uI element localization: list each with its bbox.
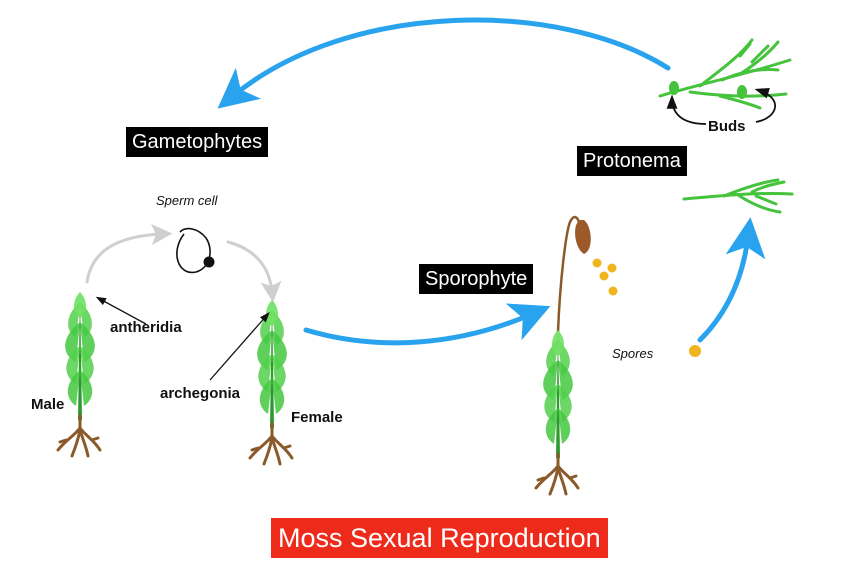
sporophyte-plant [534, 215, 591, 496]
arrow-protonema-to-gametophytes [217, 17, 671, 109]
label-male: Male [31, 396, 65, 413]
arrow-female-to-sporophyte [303, 303, 551, 346]
label-buds: Buds [708, 118, 746, 135]
arrow-spores-to-protonema [697, 217, 766, 343]
spores-icon [592, 258, 701, 357]
diagram-title: Moss Sexual Reproduction [271, 518, 608, 558]
label-antheridia: antheridia [110, 319, 182, 336]
stage-label-protonema: Protonema [577, 146, 687, 176]
pointer-buds-right [754, 88, 776, 123]
sperm-cell-icon [176, 227, 215, 274]
label-spores: Spores [612, 346, 654, 361]
stage-label-sporophyte: Sporophyte [419, 264, 534, 294]
pointer-antheridia [95, 296, 147, 325]
label-archegonia: archegonia [160, 385, 241, 402]
pointer-archegonia [209, 312, 270, 381]
young-protonema-icon [682, 178, 794, 214]
label-female: Female [291, 409, 343, 426]
male-gametophyte-plant [56, 292, 102, 458]
female-gametophyte-plant [248, 300, 294, 466]
arrow-sperm-to-female [226, 240, 282, 303]
protonema-with-buds-icon [658, 38, 792, 110]
arrow-male-to-sperm [85, 223, 173, 284]
pointer-buds-left [666, 94, 707, 125]
label-sperm-cell: Sperm cell [156, 193, 218, 208]
stage-label-gametophytes: Gametophytes [126, 127, 269, 157]
